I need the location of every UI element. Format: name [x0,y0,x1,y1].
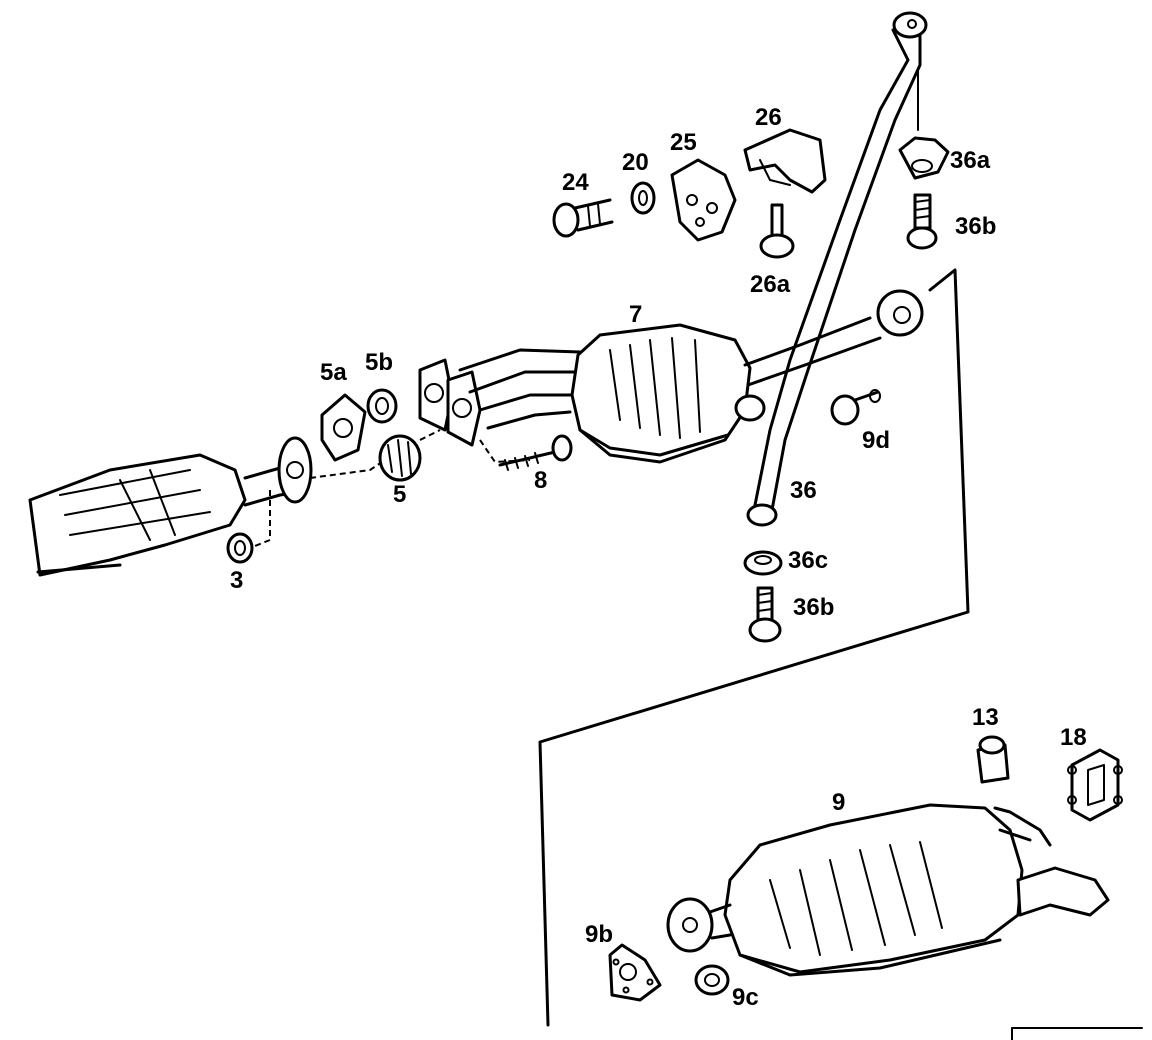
label-part-18: 18 [1060,724,1087,751]
label-part-9b: 9b [585,921,613,948]
part-18-hanger [1067,748,1123,822]
label-part-9: 9 [832,789,845,816]
part-13-rubber-buffer [976,735,1010,784]
part-36a-rubber-mount [898,136,950,180]
part-9c-clamp [694,964,730,996]
label-part-5: 5 [393,481,406,508]
part-36c-rubber [743,550,783,576]
middle-pipe-flanges [418,358,482,447]
label-part-9d: 9d [862,427,890,454]
section-boundary [538,268,970,1027]
part-5a-gasket [320,393,367,462]
part-9-rear-muffler [666,803,1110,977]
assembly-line [419,429,441,441]
label-part-26: 26 [755,104,782,131]
part-5-spring-bushing [378,434,422,482]
label-part-36: 36 [790,477,817,504]
label-part-36c: 36c [788,547,828,574]
part-20-washer [630,181,656,215]
part-26a-stud [759,203,795,259]
label-part-7: 7 [629,301,642,328]
part-7-resonator [570,289,924,464]
label-part-13: 13 [972,704,999,731]
label-part-5a: 5a [320,359,347,386]
label-part-25: 25 [670,129,697,156]
part-9d-clamp [830,389,881,426]
part-5b-bushing [366,388,398,424]
part-25-rubber-hanger [670,158,737,242]
label-part-24: 24 [562,169,589,196]
label-part-36a: 36a [950,147,991,174]
label-part-20: 20 [622,149,649,176]
part-9b-gasket [608,943,662,1002]
label-part-36b-bottom: 36b [793,594,834,621]
label-part-3: 3 [230,567,243,594]
part-8-bolt [498,434,573,471]
assembly-line [309,459,386,479]
catalytic-converter [28,453,302,577]
assembly-line [249,490,271,549]
label-part-9c: 9c [732,984,759,1011]
label-part-36b-top: 36b [955,213,996,240]
part-36b-bolt-top [906,193,938,250]
part-24-bolt [552,198,614,238]
part-26-bracket [743,128,827,194]
intermediate-pipes [458,348,582,430]
label-part-8: 8 [534,467,547,494]
frame-corner [1011,1027,1143,1040]
part-36-hanger-bar [746,11,928,527]
front-pipe-flange [277,436,313,504]
part-36b-bolt-bottom [748,586,782,643]
part-3-nut [226,532,254,564]
label-part-26a: 26a [750,271,791,298]
label-part-5b: 5b [365,349,393,376]
